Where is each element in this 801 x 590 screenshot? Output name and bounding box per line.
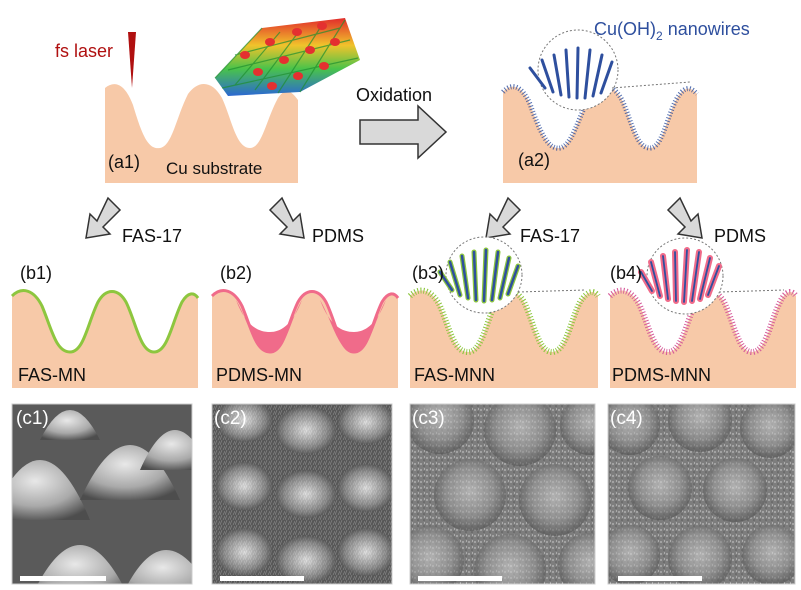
substrate-b2: [212, 290, 398, 388]
cu-substrate-label: Cu substrate: [166, 159, 262, 178]
panel-a1: fs laser (a1) Cu substrate: [55, 18, 360, 183]
down-arrows: [85, 196, 703, 239]
a2-tag: (a2): [518, 150, 550, 170]
cu-substrate-a2: [503, 85, 697, 183]
fas-coating-b1: [10, 289, 200, 354]
scale-bar-icon: [418, 576, 502, 581]
laser-beam-icon: [128, 32, 136, 88]
arrow-to-b1: [85, 196, 122, 239]
sem-image-c3: [410, 404, 595, 584]
arrow-to-b3: [485, 196, 522, 239]
surface-heatmap-inset: [214, 18, 360, 96]
nanowire-zoom-a2: [528, 46, 614, 100]
panel-b1: (b1) FAS-MN: [10, 263, 200, 388]
process-arrow-icon: [359, 104, 448, 160]
scale-bar-icon: [20, 576, 106, 581]
b2-name: PDMS-MN: [216, 365, 302, 385]
c1-tag: (c1): [16, 408, 49, 429]
b3-tag: (b3): [412, 263, 444, 283]
b1-tag: (b1): [20, 263, 52, 283]
fas-label-left: FAS-17: [122, 226, 182, 246]
b3-name: FAS-MNN: [414, 365, 495, 385]
panel-b3: (b3) FAS-MNN: [407, 236, 601, 388]
arrow-to-b4: [666, 196, 703, 239]
nanowires-label: Cu(OH)2 nanowires: [594, 19, 750, 43]
fas-label-right: FAS-17: [520, 226, 580, 246]
c4-tag: (c4): [610, 408, 643, 429]
fs-laser-label: fs laser: [55, 41, 113, 61]
substrate-b3: [410, 290, 598, 388]
pdms-coating-b2: [210, 289, 400, 354]
c2-tag: (c2): [214, 408, 247, 429]
b1-name: FAS-MN: [18, 365, 86, 385]
a1-tag: (a1): [108, 152, 140, 172]
b4-tag: (b4): [610, 263, 642, 283]
arrow-to-b2: [268, 196, 305, 239]
b4-name: PDMS-MNN: [612, 365, 711, 385]
panel-a2: (a2) Cu(OH)2 nanowires: [501, 19, 750, 183]
pdms-label-right: PDMS: [714, 226, 766, 246]
panel-b4: (b4) PDMS-MNN: [607, 237, 799, 388]
fas-nanowire-zoom-b3: [437, 247, 521, 304]
sem-image-c4: [608, 404, 795, 584]
c3-tag: (c3): [412, 408, 445, 429]
sem-image-c1: [12, 404, 192, 584]
sem-image-c2: [212, 404, 392, 584]
panel-b2: (b2) PDMS-MN: [210, 263, 400, 388]
pdms-label-left: PDMS: [312, 226, 364, 246]
pdms-nanowire-zoom-b4: [638, 247, 722, 305]
substrate-b4: [610, 290, 796, 388]
b2-tag: (b2): [220, 263, 252, 283]
oxidation-label: Oxidation: [356, 85, 432, 105]
scale-bar-icon: [220, 576, 304, 581]
oxidation-step: Oxidation: [356, 85, 448, 160]
scale-bar-icon: [618, 576, 702, 581]
cu-substrate-a1: [105, 83, 298, 183]
substrate-b1: [12, 290, 198, 388]
